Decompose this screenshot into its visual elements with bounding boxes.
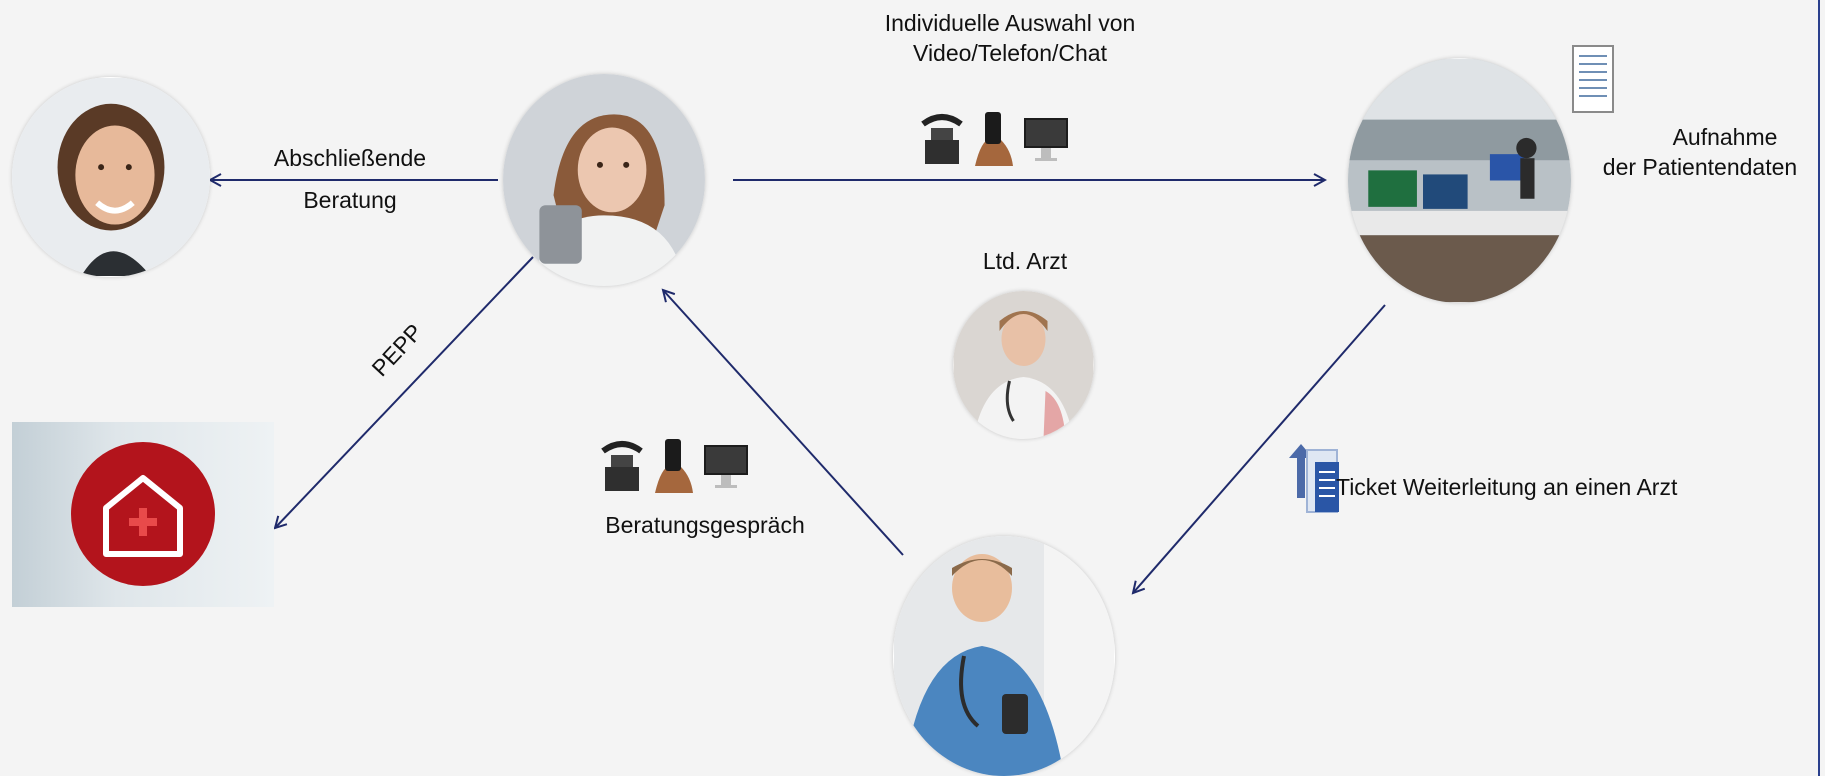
hospital-home-icon xyxy=(12,422,274,607)
call-center-photo xyxy=(1348,58,1571,303)
senior-doctor-photo xyxy=(953,291,1094,439)
final-consult-line2: Beratung xyxy=(303,187,397,213)
monitor-icon xyxy=(704,445,748,488)
smiling-woman-photo xyxy=(12,77,210,277)
intake-label: Aufnahme der Patientendaten xyxy=(1580,122,1820,182)
final-consult-line1: Abschließende xyxy=(273,145,427,171)
consultation-label: Beratungsgespräch xyxy=(605,512,805,538)
senior-doctor-label: Ltd. Arzt xyxy=(982,248,1068,274)
telephone-icon xyxy=(601,441,643,491)
ticket-forward-icon xyxy=(1289,444,1339,513)
intake-line2: der Patientendaten xyxy=(1602,154,1798,180)
smartphone-icon xyxy=(975,112,1013,166)
intake-line1: Aufnahme xyxy=(1672,124,1778,150)
consultation-device-icons xyxy=(597,437,751,493)
telephone-icon xyxy=(921,114,963,164)
channel-device-icons xyxy=(917,110,1071,166)
frame-edge-line xyxy=(1818,0,1820,776)
doctor-with-phone-photo xyxy=(893,536,1115,776)
arrow-patient-to-pepp xyxy=(275,256,534,528)
patient-form-icon xyxy=(1572,45,1614,113)
smartphone-icon xyxy=(655,439,693,493)
final-consult-label: Abschließende Beratung xyxy=(250,143,450,215)
arrow-intake-to-doctor xyxy=(1133,304,1386,593)
arrow-doctor-to-patient xyxy=(663,290,904,556)
ticket-forward-label: Ticket Weiterleitung an einen Arzt xyxy=(1336,474,1678,500)
monitor-icon xyxy=(1024,118,1068,161)
channel-choice-label: Individuelle Auswahl von Video/Telefon/C… xyxy=(884,10,1136,66)
sick-patient-photo xyxy=(503,74,705,286)
